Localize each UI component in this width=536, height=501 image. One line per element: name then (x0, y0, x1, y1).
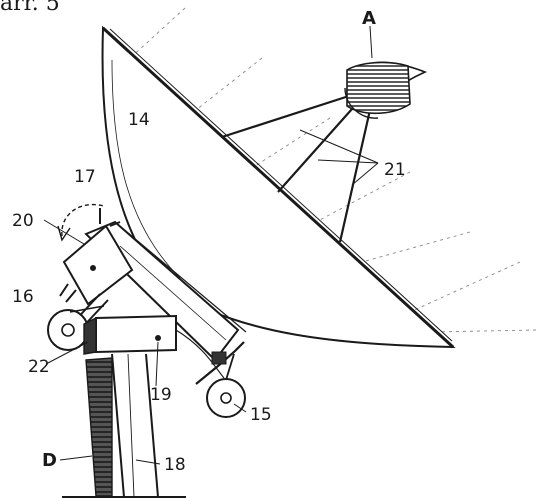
label-leaders (43, 219, 247, 465)
sun-rays (127, 7, 536, 333)
label-17: 17 (74, 167, 96, 187)
drive-cable (175, 329, 245, 385)
label-16: 16 (12, 287, 34, 307)
receiver-capsule (344, 25, 428, 119)
pulley-16 (47, 305, 105, 351)
label-14: 14 (128, 110, 150, 130)
label-d: D (42, 450, 57, 471)
label-a: A (362, 8, 376, 29)
label-15: 15 (250, 405, 272, 425)
receiver-struts (221, 93, 372, 243)
strut-leader-lines (299, 129, 379, 186)
drive-block (83, 314, 177, 355)
counterweight-d (85, 357, 113, 497)
gear-housing (62, 224, 134, 306)
label-21: 21 (384, 160, 406, 180)
label-20: 20 (12, 211, 34, 231)
label-18: 18 (164, 455, 186, 475)
label-22: 22 (28, 357, 50, 377)
pulley-15 (206, 353, 246, 418)
figure-caption-fragment: arr. 5 (0, 0, 60, 16)
support-column (111, 353, 159, 498)
part-labels: A 14 17 20 21 16 22 19 15 18 D (12, 8, 406, 475)
label-19: 19 (150, 385, 172, 405)
